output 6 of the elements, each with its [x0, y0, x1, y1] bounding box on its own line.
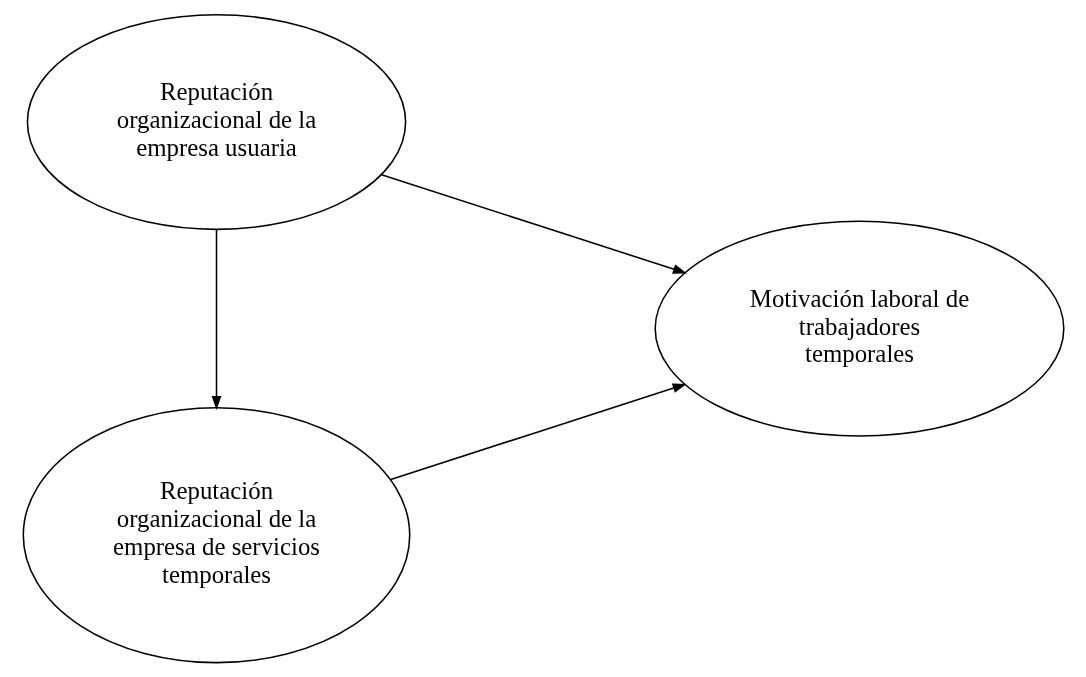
- arrow: [380, 174, 687, 274]
- arrow: [211, 228, 221, 411]
- node-ellipse: Reputación organizacional de la empresa usuaria: [26, 13, 406, 231]
- arrow: [389, 383, 687, 481]
- node-ellipse: Motivación laboral de trabajadores temporales: [653, 220, 1065, 437]
- node-ellipse: Reputación organizacional de la empresa de servicios temporales: [22, 407, 410, 664]
